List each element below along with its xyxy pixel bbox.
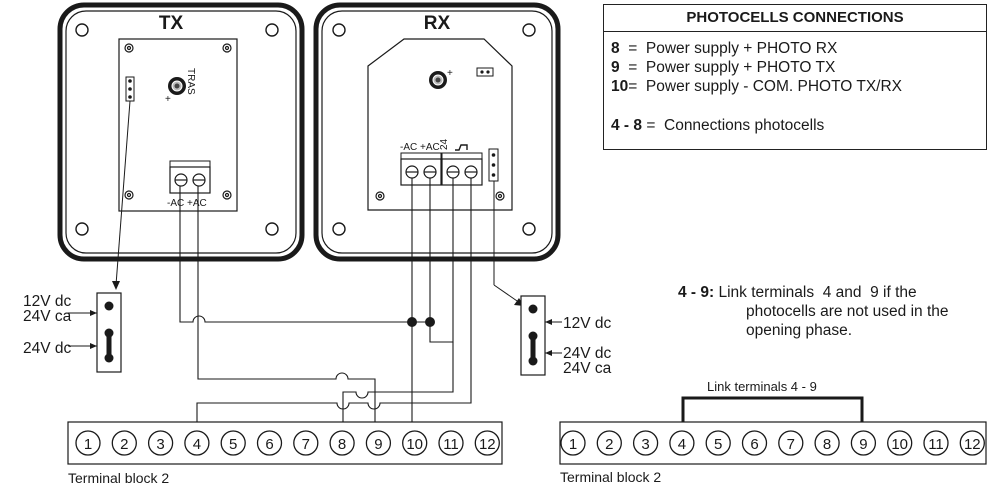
terminal-number: 3 — [641, 436, 649, 453]
tx-jumper-12v-dc-label: 12V dc — [23, 293, 72, 310]
terminal-4 — [669, 430, 695, 456]
terminal-6 — [256, 430, 283, 456]
terminal-number: 8 — [338, 436, 346, 453]
terminal-number: 7 — [302, 436, 310, 453]
note-key: 4 - 9: — [678, 284, 715, 301]
terminal-1 — [75, 430, 101, 456]
terminal-block-left-label: Terminal block 2 — [68, 470, 169, 486]
wire-junction — [407, 317, 417, 327]
legend-separator: = — [628, 78, 646, 95]
tx-terminal-labels: -AC +AC — [167, 198, 207, 209]
terminal-4 — [184, 430, 210, 456]
legend-text: Power supply + PHOTO RX — [645, 40, 838, 57]
terminal-number: 12 — [479, 436, 496, 453]
terminal-9 — [850, 430, 877, 456]
terminal-number: 10 — [891, 436, 908, 453]
note-line-3: opening phase. — [746, 322, 853, 339]
legend-title: PHOTOCELLS CONNECTIONS — [604, 5, 986, 32]
terminal-2 — [596, 430, 622, 456]
legend-key: 10 — [611, 78, 629, 95]
tx-tras-label: TRAS — [185, 68, 196, 95]
rx-plus-label: + — [447, 68, 453, 79]
rx-jumper-detail: 12V dc 24V dc 24V ca — [493, 181, 612, 377]
tx-plus-label: + — [165, 94, 171, 105]
wire-junction — [425, 317, 435, 327]
terminal-6 — [741, 430, 768, 456]
legend-separator: = — [642, 117, 664, 134]
terminal-number: 5 — [714, 436, 722, 453]
note-line-2: photocells are not used in the — [746, 303, 949, 320]
terminal-number: 4 — [678, 436, 686, 453]
legend-text: Connections photocells — [664, 117, 825, 134]
rx-jumper-12v-dc-label: 12V dc — [563, 315, 612, 332]
rx-unit: RX + -AC +AC 24 — [313, 2, 561, 262]
legend-row: 9 = Power supply + PHOTO TX — [611, 59, 835, 77]
link-terminals-label: Link terminals 4 - 9 — [707, 379, 817, 394]
terminal-5 — [705, 430, 731, 456]
terminal-number: 9 — [859, 436, 867, 453]
terminal-number: 11 — [928, 436, 944, 453]
terminal-7 — [778, 430, 804, 456]
wiring — [179, 178, 472, 462]
link-terminals-note: 4 - 9: Link terminals 4 and 9 if the pho… — [678, 283, 992, 340]
terminal-8 — [329, 430, 355, 456]
terminal-7 — [293, 430, 319, 456]
terminal-number: 10 — [406, 436, 423, 453]
terminal-3 — [147, 430, 174, 456]
terminal-number: 9 — [374, 436, 382, 453]
tx-jumper-24v-ca-label: 24V ca — [23, 308, 72, 325]
terminal-3 — [632, 430, 659, 456]
terminal-number: 6 — [750, 436, 758, 453]
tx-jumper-24v-dc-label: 24V dc — [23, 340, 72, 357]
terminal-12 — [474, 430, 500, 456]
tx-unit: TX TRAS + -AC +AC — [57, 2, 305, 262]
terminal-11 — [923, 430, 949, 456]
terminal-9 — [365, 430, 392, 456]
terminal-number: 2 — [120, 436, 128, 453]
terminal-number: 2 — [605, 436, 613, 453]
terminal-8 — [814, 430, 840, 456]
tx-title: TX — [159, 13, 184, 34]
rx-jumper-24v-ca-label: 24V ca — [563, 360, 612, 377]
terminal-number: 11 — [443, 436, 459, 453]
terminal-number: 3 — [156, 436, 164, 453]
legend-separator: = — [619, 40, 646, 57]
rx-jumper-24v-dc-label: 24V dc — [563, 345, 612, 362]
legend-row: 10= Power supply - COM. PHOTO TX/RX — [611, 78, 902, 96]
terminal-number: 7 — [787, 436, 795, 453]
terminal-10 — [887, 430, 913, 456]
terminal-12 — [959, 430, 985, 456]
terminal-number: 1 — [569, 436, 577, 453]
terminal-number: 4 — [193, 436, 201, 453]
rx-pin24-label: 24 — [439, 138, 450, 150]
legend-text: Power supply - COM. PHOTO TX/RX — [645, 78, 903, 95]
tx-jumper-detail: 12V dc 24V ca 24V dc — [23, 100, 131, 373]
terminal-number: 5 — [229, 436, 237, 453]
legend-text: Power supply + PHOTO TX — [645, 59, 836, 76]
terminal-number: 12 — [964, 436, 981, 453]
legend-key: 4 - 8 — [611, 117, 643, 134]
note-line-1: Link terminals 4 and 9 if the — [714, 284, 917, 301]
legend-row: 4 - 8 = Connections photocells — [611, 117, 824, 135]
legend-key: 8 — [611, 40, 620, 57]
rx-title: RX — [424, 13, 451, 34]
terminal-5 — [220, 430, 246, 456]
terminal-number: 8 — [823, 436, 831, 453]
terminal-block-right-label: Terminal block 2 — [560, 469, 661, 485]
terminal-number: 6 — [265, 436, 273, 453]
rx-terminal-labels: -AC +AC — [400, 142, 440, 153]
terminal-10 — [402, 430, 428, 456]
terminal-number: 1 — [84, 436, 92, 453]
terminal-1 — [560, 430, 586, 456]
photocells-connections-legend: PHOTOCELLS CONNECTIONS 8 = Power supply … — [603, 4, 987, 150]
legend-key: 9 — [611, 59, 620, 76]
terminal-11 — [438, 430, 464, 456]
terminal-2 — [111, 430, 137, 456]
legend-row: 8 = Power supply + PHOTO RX — [611, 40, 837, 58]
legend-separator: = — [619, 59, 646, 76]
